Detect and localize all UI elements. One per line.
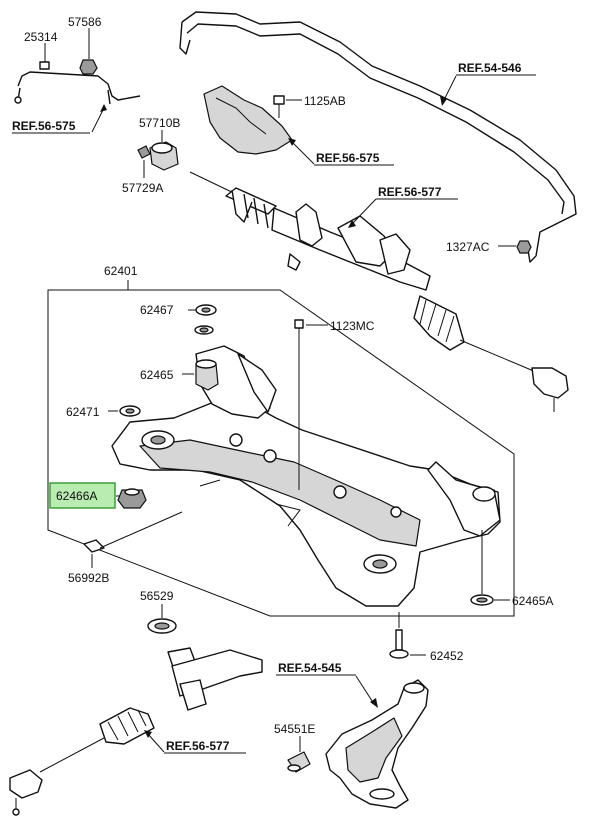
part-label-62471[interactable]: 62471 <box>66 405 100 419</box>
part-label-62452[interactable]: 62452 <box>430 649 464 663</box>
part-label-54551E[interactable]: 54551E <box>274 722 315 736</box>
bolt-1125AB-part[interactable] <box>273 95 285 118</box>
bolt-62452-part[interactable] <box>389 629 409 659</box>
washer-62465A-part[interactable] <box>470 594 494 606</box>
lower-control-arm-part[interactable] <box>325 679 429 809</box>
nut-57586-part[interactable] <box>79 59 98 75</box>
part-label-1125AB[interactable]: 1125AB <box>304 94 346 108</box>
ref-label-54-545[interactable]: REF.54-545 <box>278 661 342 675</box>
part-label-62467[interactable]: 62467 <box>140 303 174 317</box>
ref-label-56-577-lower[interactable]: REF.56-577 <box>166 739 230 753</box>
bushing-62466A-part[interactable] <box>117 488 147 509</box>
part-label-62401[interactable]: 62401 <box>104 264 138 278</box>
part-label-62465[interactable]: 62465 <box>140 368 174 382</box>
steering-bracket-shield-part[interactable] <box>203 85 293 155</box>
part-label-56992B[interactable]: 56992B <box>68 571 109 585</box>
ref-label-56-577-upper[interactable]: REF.56-577 <box>378 185 442 199</box>
steering-gear-upper-part[interactable] <box>189 171 569 412</box>
part-label-62465A[interactable]: 62465A <box>512 594 553 608</box>
part-label-56529[interactable]: 56529 <box>140 589 174 603</box>
part-label-57710B[interactable]: 57710B <box>139 116 180 130</box>
part-label-57586[interactable]: 57586 <box>68 15 102 29</box>
ref-label-56-575-right[interactable]: REF.56-575 <box>316 151 380 165</box>
nut-1327AC-part[interactable] <box>516 240 532 254</box>
part-label-57729A[interactable]: 57729A <box>122 181 163 195</box>
crossmember-62401-part[interactable] <box>111 345 501 607</box>
bushing-62465-part[interactable] <box>195 359 219 391</box>
steering-gear-lower-part[interactable] <box>9 647 263 816</box>
bushing-57710B-part[interactable] <box>149 141 179 171</box>
stabilizer-link-part[interactable] <box>14 71 141 105</box>
part-label-1327AC[interactable]: 1327AC <box>446 240 490 254</box>
part-label-1123MC[interactable]: 1123MC <box>330 319 375 333</box>
bushing-54551E-part[interactable] <box>287 751 311 773</box>
label-plate-56992B-part[interactable] <box>83 539 105 553</box>
crossmember-callout-frame <box>47 280 515 617</box>
ref-label-56-575-left[interactable]: REF.56-575 <box>12 119 76 133</box>
ref-label-54-546[interactable]: REF.54-546 <box>458 61 522 75</box>
bushing-25314-part[interactable] <box>39 61 50 70</box>
highlighted-part-62466A[interactable]: 62466A <box>49 482 116 509</box>
washer-62465-upper-part[interactable] <box>194 325 214 335</box>
part-label-62466A[interactable]: 62466A <box>56 489 97 503</box>
seal-56529-part[interactable] <box>147 618 177 634</box>
washer-62471-part[interactable] <box>119 405 141 417</box>
clamp-57729A-part[interactable] <box>137 145 151 159</box>
part-label-25314[interactable]: 25314 <box>24 30 58 44</box>
washer-62467-part[interactable] <box>195 304 217 316</box>
bolt-1123MC-part[interactable] <box>294 319 304 490</box>
